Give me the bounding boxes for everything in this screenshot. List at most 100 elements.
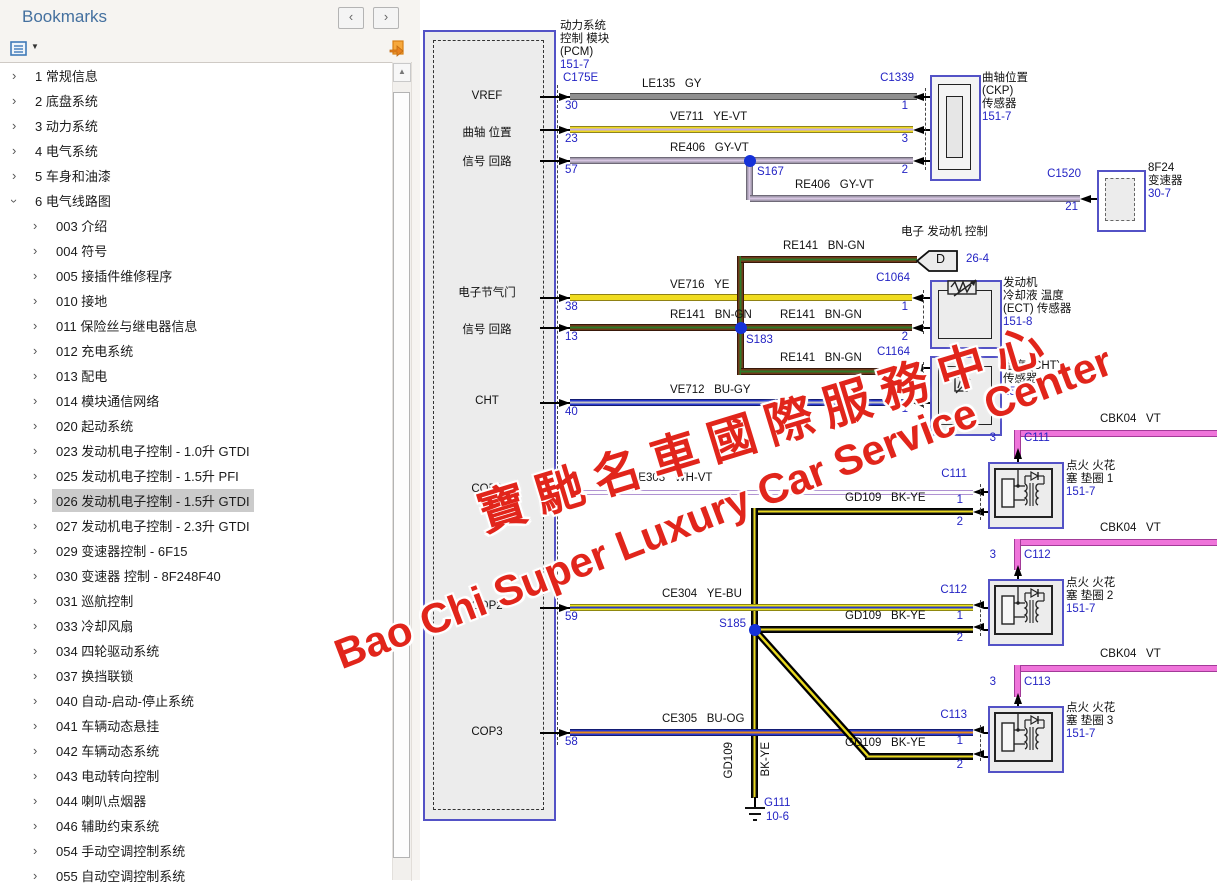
ect-label: 发动机 冷却液 温度 (ECT) 传感器 151-8 [1003,277,1072,328]
bookmark-item[interactable]: 013 配电 [0,363,411,388]
chevron-right-icon[interactable] [33,770,45,782]
bookmark-item-label: 3 动力系统 [35,119,98,134]
bookmark-item[interactable]: 042 车辆动态系统 [0,738,411,763]
wire-gd109-cop2 [758,626,973,633]
chevron-right-icon[interactable] [33,570,45,582]
chevron-right-icon[interactable] [33,695,45,707]
ckp-sensor-core [946,96,963,158]
bookmark-item[interactable]: 040 自动-启动-停止系统 [0,688,411,713]
chevron-right-icon[interactable] [33,670,45,682]
chevron-right-icon[interactable] [33,645,45,657]
chevron-right-icon[interactable] [33,820,45,832]
splice-dot [749,624,761,636]
bookmark-item[interactable]: 005 接插件维修程序 [0,263,411,288]
bookmark-item[interactable]: 6 电气线路图 [0,188,411,213]
bookmark-item[interactable]: 046 辅助约束系统 [0,813,411,838]
bookmark-item[interactable]: 011 保险丝与继电器信息 [0,313,411,338]
pcm-row-label: COP1 [471,483,503,495]
ignition-coil-icon [994,468,1053,518]
ect-page-ref: 151-8 [1003,316,1033,328]
bookmark-item[interactable]: 030 变速器 控制 - 8F248F40 [0,563,411,588]
nav-back-button[interactable]: ‹ [338,7,364,29]
chevron-right-icon[interactable] [33,395,45,407]
bookmark-item[interactable]: 5 车身和油漆 [0,163,411,188]
wire-label: GD109 BK-YE [845,737,926,749]
wire-re141-to-cht [741,368,912,375]
arrow-right-icon [559,729,570,737]
chevron-right-icon[interactable] [33,520,45,532]
chevron-right-icon[interactable] [33,345,45,357]
bookmark-item[interactable]: 054 手动空调控制系统 [0,838,411,863]
chevron-right-icon[interactable] [33,370,45,382]
bookmark-item[interactable]: 2 底盘系统 [0,88,411,113]
chevron-down-icon[interactable]: ▼ [31,42,39,51]
current-bookmark-icon[interactable] [389,40,405,63]
bookmark-item[interactable]: 043 电动转向控制 [0,763,411,788]
bookmark-item[interactable]: 010 接地 [0,288,411,313]
chevron-right-icon[interactable] [33,545,45,557]
chevron-right-icon[interactable] [33,795,45,807]
chevron-right-icon[interactable] [12,145,24,157]
chevron-right-icon[interactable] [33,845,45,857]
bookmark-item[interactable]: 3 动力系统 [0,113,411,138]
chevron-right-icon[interactable] [33,445,45,457]
bookmark-item[interactable]: 044 喇叭点烟器 [0,788,411,813]
bookmark-item[interactable]: 4 电气系统 [0,138,411,163]
pcm-row-label: CHT [475,395,499,407]
pin-number: 3 [989,549,996,561]
scrollbar-up-button[interactable]: ▲ [393,63,411,82]
bookmark-item[interactable]: 031 巡航控制 [0,588,411,613]
chevron-down-icon[interactable] [12,195,24,207]
bookmark-item[interactable]: 026 发动机电子控制 - 1.5升 GTDI [0,488,411,513]
chevron-right-icon[interactable] [33,320,45,332]
bookmark-options-icon[interactable] [10,41,28,62]
nav-forward-button[interactable]: › [373,7,399,29]
pin-number: 13 [565,331,578,343]
bookmark-item[interactable]: 020 起动系统 [0,413,411,438]
bookmark-item-label: 014 模块通信网络 [56,394,160,409]
chevron-right-icon[interactable] [33,620,45,632]
chevron-right-icon[interactable] [33,295,45,307]
chevron-right-icon[interactable] [33,420,45,432]
chevron-right-icon[interactable] [33,470,45,482]
arrow-right-icon [559,93,570,101]
bookmark-item[interactable]: 014 模块通信网络 [0,388,411,413]
scrollbar-thumb[interactable] [393,92,410,858]
bookmark-item[interactable]: 003 介绍 [0,213,411,238]
cht-sensor-inner [938,366,992,425]
bookmark-item[interactable]: 041 车辆动态悬挂 [0,713,411,738]
bookmark-item-label: 013 配电 [56,369,108,384]
pin-number: 2 [901,331,908,343]
pcm-box [423,30,556,821]
bookmark-item[interactable]: 034 四轮驱动系统 [0,638,411,663]
chevron-right-icon[interactable] [12,95,24,107]
chevron-right-icon[interactable] [33,495,45,507]
bookmark-item-label: 055 自动空调控制系统 [56,869,186,884]
chevron-right-icon[interactable] [33,245,45,257]
pcm-row-label: 信号 回路 [462,156,512,168]
bookmark-item[interactable]: 004 符号 [0,238,411,263]
chevron-right-icon[interactable] [33,720,45,732]
arrow-left-icon [973,601,984,609]
chevron-right-icon[interactable] [12,120,24,132]
bookmark-item[interactable]: 012 充电系统 [0,338,411,363]
chevron-right-icon[interactable] [33,220,45,232]
bookmark-item[interactable]: 1 常规信息 [0,63,411,88]
bookmark-item[interactable]: 037 换挡联锁 [0,663,411,688]
chevron-right-icon[interactable] [33,745,45,757]
chevron-right-icon[interactable] [12,70,24,82]
bookmark-item[interactable]: 055 自动空调控制系统 [0,863,411,888]
chevron-right-icon[interactable] [12,170,24,182]
connector-label: C1164 [876,346,910,358]
arrow-left-icon [973,508,984,516]
bookmark-item[interactable]: 029 变速器控制 - 6F15 [0,538,411,563]
bookmark-item[interactable]: 027 发动机电子控制 - 2.3升 GTDI [0,513,411,538]
arrow-left-icon [973,726,984,734]
pin-lead [540,607,570,609]
chevron-right-icon[interactable] [33,595,45,607]
chevron-right-icon[interactable] [33,270,45,282]
bookmark-item[interactable]: 025 发动机电子控制 - 1.5升 PFI [0,463,411,488]
bookmark-item[interactable]: 033 冷却风扇 [0,613,411,638]
bookmark-item-label: 004 符号 [56,244,108,259]
bookmark-item[interactable]: 023 发动机电子控制 - 1.0升 GTDI [0,438,411,463]
